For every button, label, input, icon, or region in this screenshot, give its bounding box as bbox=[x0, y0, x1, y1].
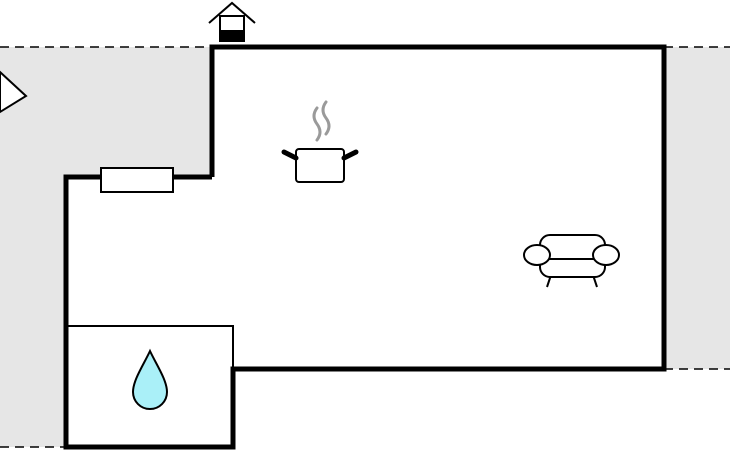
cooking-pot-icon bbox=[281, 100, 359, 183]
bathroom-wall bbox=[66, 325, 234, 369]
entrance-house-icon bbox=[208, 1, 256, 42]
sofa-icon bbox=[523, 234, 620, 288]
main-room bbox=[66, 47, 664, 447]
property-boundary-dashed bbox=[0, 46, 730, 448]
window bbox=[100, 167, 174, 193]
outside-area-right bbox=[664, 47, 730, 369]
compass-arrow-icon bbox=[0, 70, 28, 114]
water-drop-icon bbox=[131, 348, 169, 410]
